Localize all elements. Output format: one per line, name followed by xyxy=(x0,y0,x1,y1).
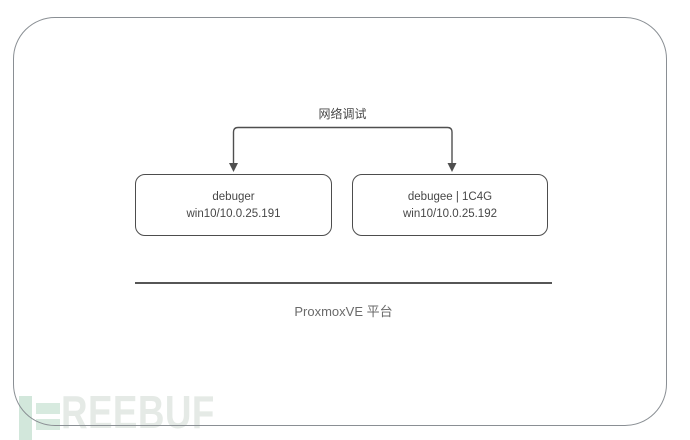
platform-label: ProxmoxVE 平台 xyxy=(294,304,393,319)
node-title: debugee | 1C4G xyxy=(407,190,493,203)
node-title: debuger xyxy=(212,190,255,203)
node-subtitle: win10/10.0.25.192 xyxy=(403,207,497,220)
platform-divider xyxy=(135,282,552,284)
node-debugee: debugee | 1C4G win10/10.0.25.192 xyxy=(352,174,548,236)
watermark-text: REEBUF xyxy=(61,386,215,438)
connector-label: 网络调试 xyxy=(318,107,367,121)
platform-frame xyxy=(13,17,667,426)
node-debuger: debuger win10/10.0.25.191 xyxy=(135,174,332,236)
node-subtitle: win10/10.0.25.191 xyxy=(186,207,281,220)
